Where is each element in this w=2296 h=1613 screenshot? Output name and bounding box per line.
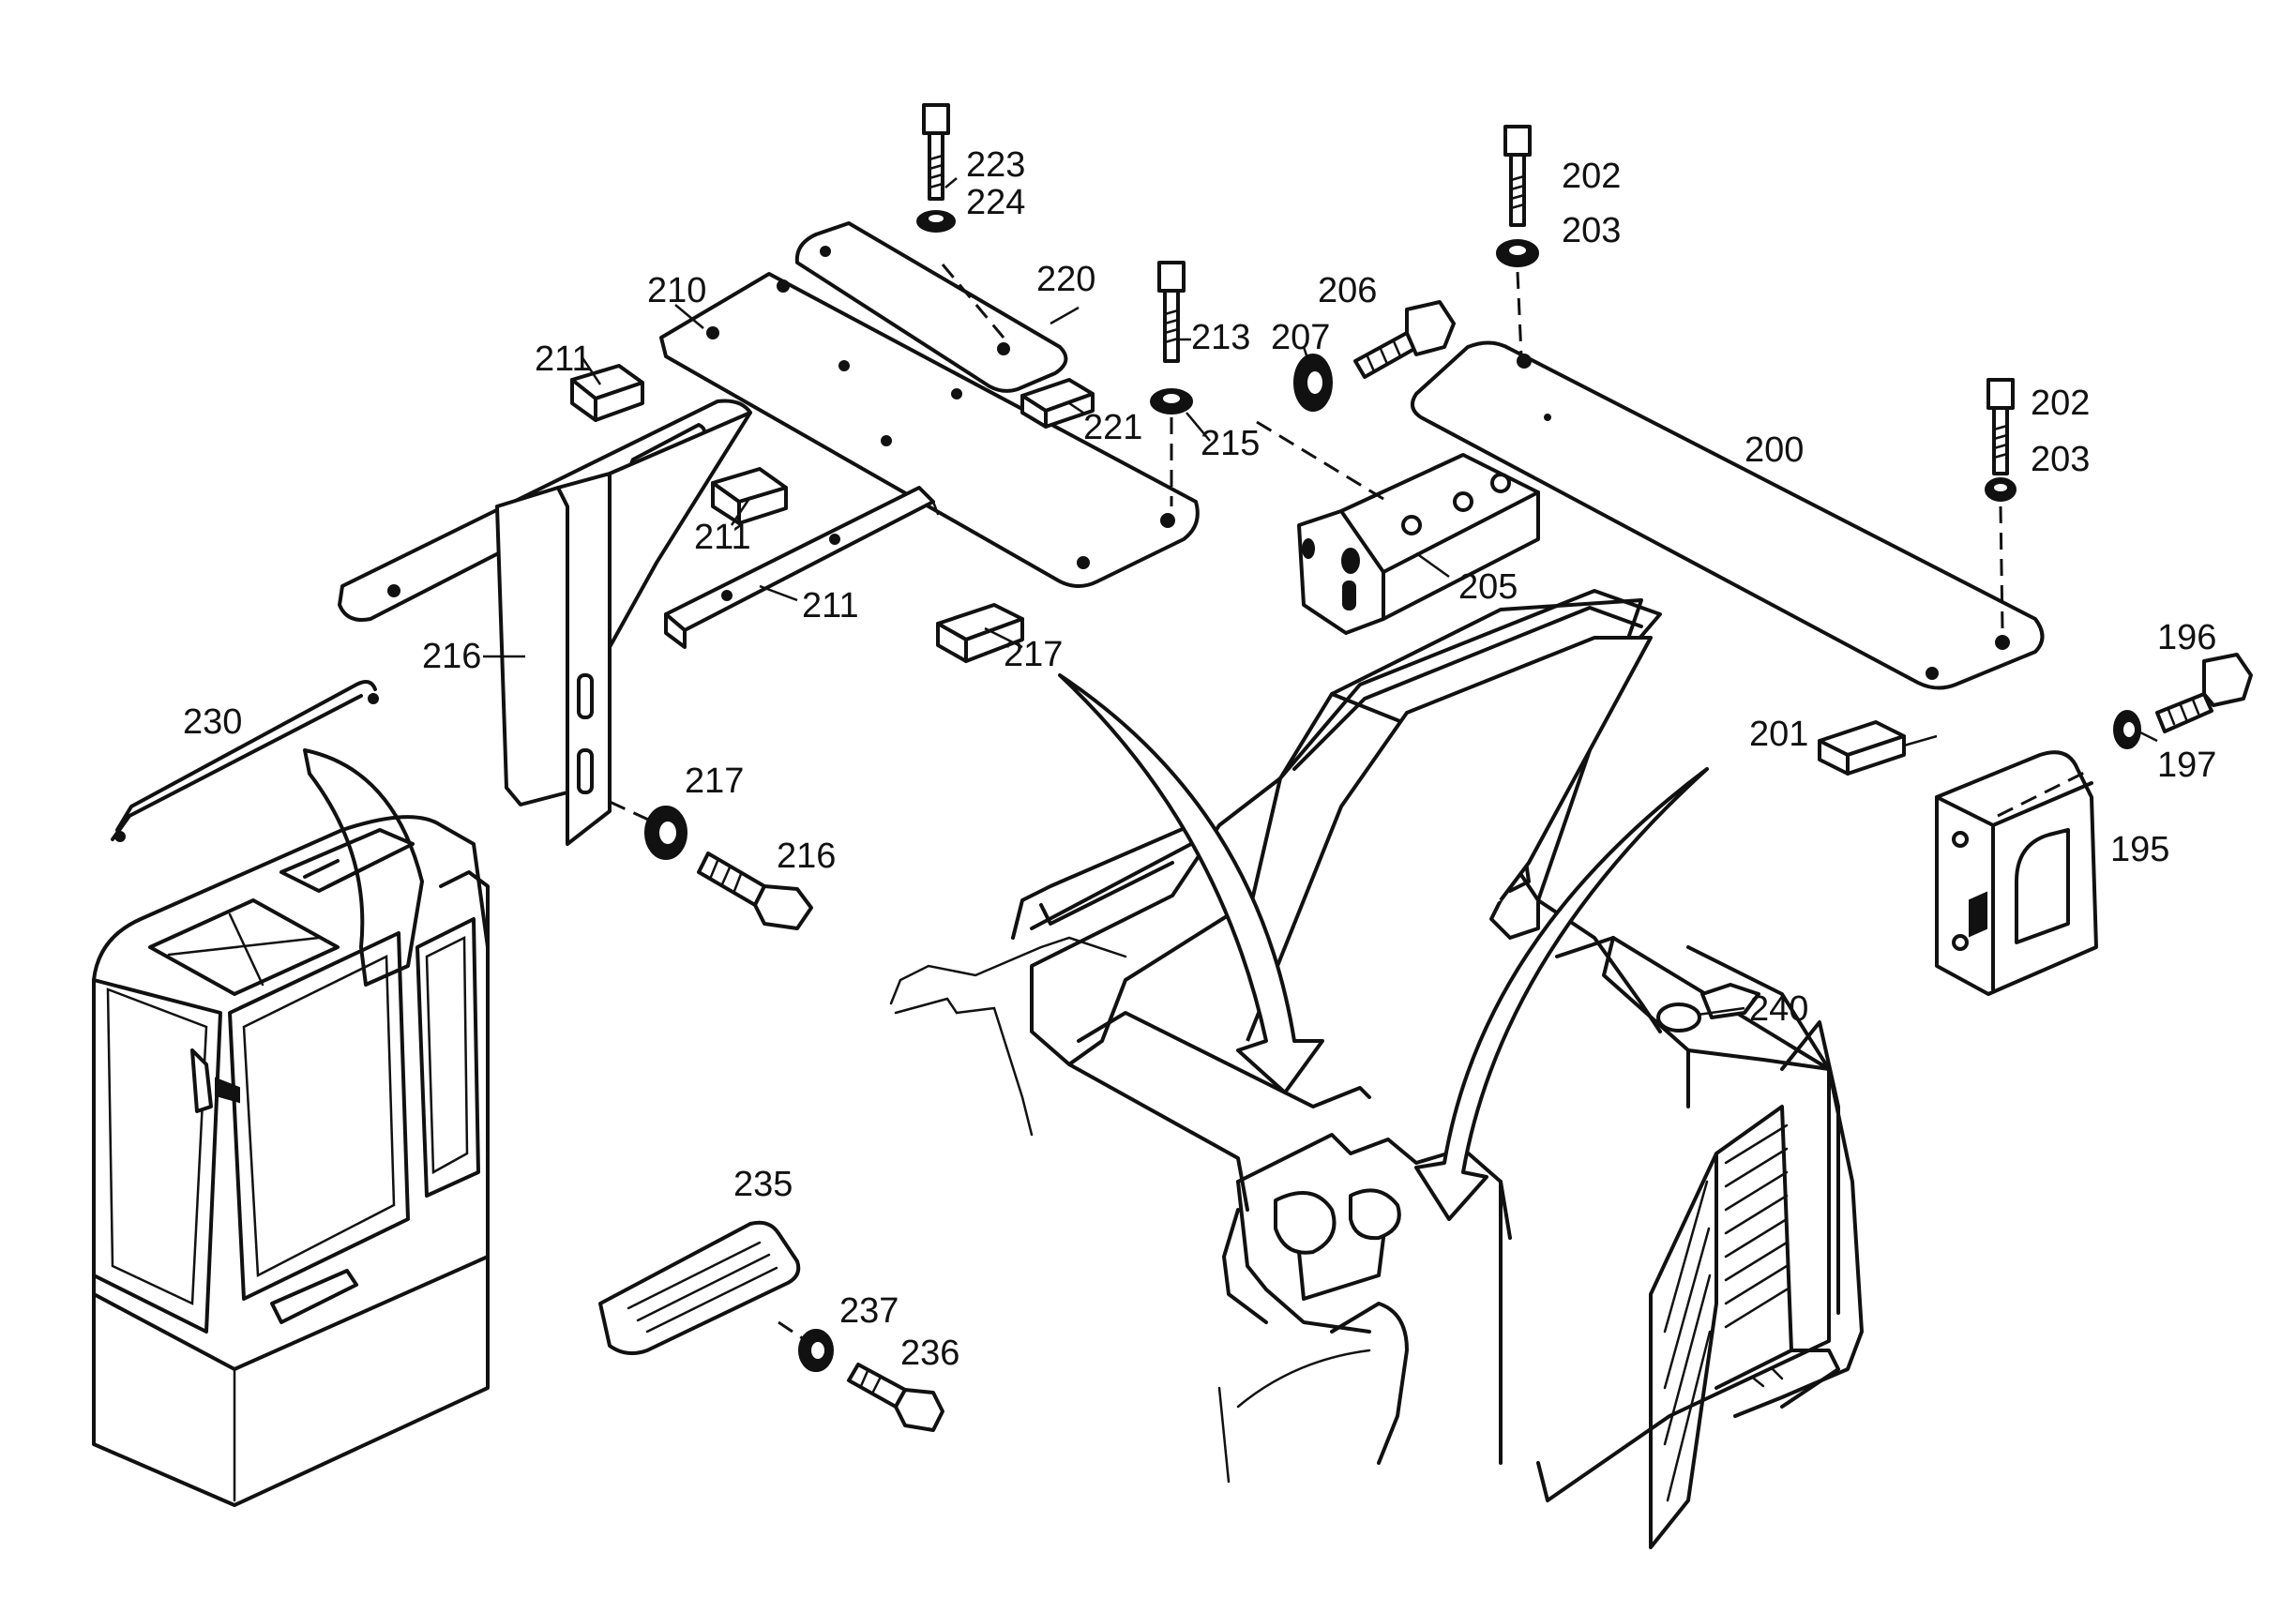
label-220: 220	[1036, 260, 1095, 299]
washer-217	[644, 806, 687, 860]
bracket-205	[1297, 453, 1540, 635]
washer-237	[798, 1329, 834, 1372]
label-206: 206	[1318, 271, 1377, 310]
rail-211	[664, 486, 940, 649]
label-196: 196	[2157, 618, 2216, 657]
label-222: 221	[1083, 408, 1142, 447]
label-215: 216	[422, 637, 481, 676]
label-200: 200	[1745, 430, 1804, 470]
cab	[92, 748, 490, 1507]
arrow-left	[1058, 673, 1324, 1094]
bolt-236	[847, 1363, 944, 1432]
bolt-206	[1353, 300, 1456, 379]
cab-guard-230	[111, 679, 379, 842]
plate-200	[1411, 340, 2045, 690]
label-202-lower: 202	[2031, 384, 2090, 423]
leader-lines	[483, 177, 2158, 1017]
washer-207	[1293, 354, 1333, 412]
label-205: 205	[1458, 567, 1518, 607]
washer-213	[1150, 388, 1193, 506]
label-203-upper: 203	[1562, 211, 1621, 250]
label-223: 223	[966, 145, 1025, 185]
step-235	[598, 1220, 801, 1356]
label-213: 215	[1201, 424, 1260, 463]
bolt-223	[922, 103, 950, 201]
label-195: 195	[2110, 830, 2169, 869]
label-197: 197	[2157, 746, 2216, 785]
bolt-196	[2155, 653, 2253, 733]
plate-210	[659, 272, 1200, 588]
label-212: 213	[1191, 318, 1250, 357]
part-labels: 223 224 220 210 211 213 207 206 221 215 …	[183, 145, 2216, 1373]
spacer-222	[1020, 378, 1095, 429]
label-211-top: 211	[535, 339, 592, 379]
bolt-216	[697, 852, 813, 930]
bolt-202-lower	[1986, 378, 2015, 475]
bracket-215	[338, 399, 752, 846]
bolt-202-upper	[1503, 125, 1532, 227]
label-221: 217	[1004, 635, 1063, 674]
label-217: 217	[685, 761, 744, 801]
plate-220	[794, 221, 1068, 393]
label-207: 207	[1271, 318, 1330, 357]
bracket-195	[1935, 750, 2098, 996]
label-224: 224	[966, 183, 1025, 222]
spacer-201	[1818, 720, 1906, 776]
washer-203-upper	[1496, 239, 1539, 357]
label-202-upper: 202	[1562, 157, 1621, 196]
label-210: 210	[647, 271, 706, 310]
spacer-211-top	[570, 364, 644, 422]
arrow-right	[1414, 767, 1709, 1221]
hood-arch	[1246, 589, 1662, 1042]
label-201: 201	[1749, 715, 1808, 754]
spacer-211-mid	[711, 467, 788, 525]
machine-body	[889, 598, 1864, 1549]
spacer-221	[936, 603, 1024, 663]
washer-203-lower	[1985, 477, 2017, 629]
label-216: 216	[777, 837, 836, 876]
label-230: 230	[183, 702, 242, 742]
washer-224	[916, 210, 956, 233]
label-235: 235	[733, 1165, 793, 1204]
label-211-mid: 211	[694, 518, 751, 557]
washer-197	[2113, 710, 2141, 749]
label-211-rail: 211	[802, 586, 859, 626]
label-236: 236	[900, 1334, 959, 1373]
bolt-212	[1157, 261, 1186, 363]
label-237: 237	[839, 1291, 899, 1331]
label-240: 240	[1749, 989, 1808, 1029]
label-203-lower: 203	[2031, 440, 2090, 479]
cap-240	[1656, 1002, 1701, 1033]
